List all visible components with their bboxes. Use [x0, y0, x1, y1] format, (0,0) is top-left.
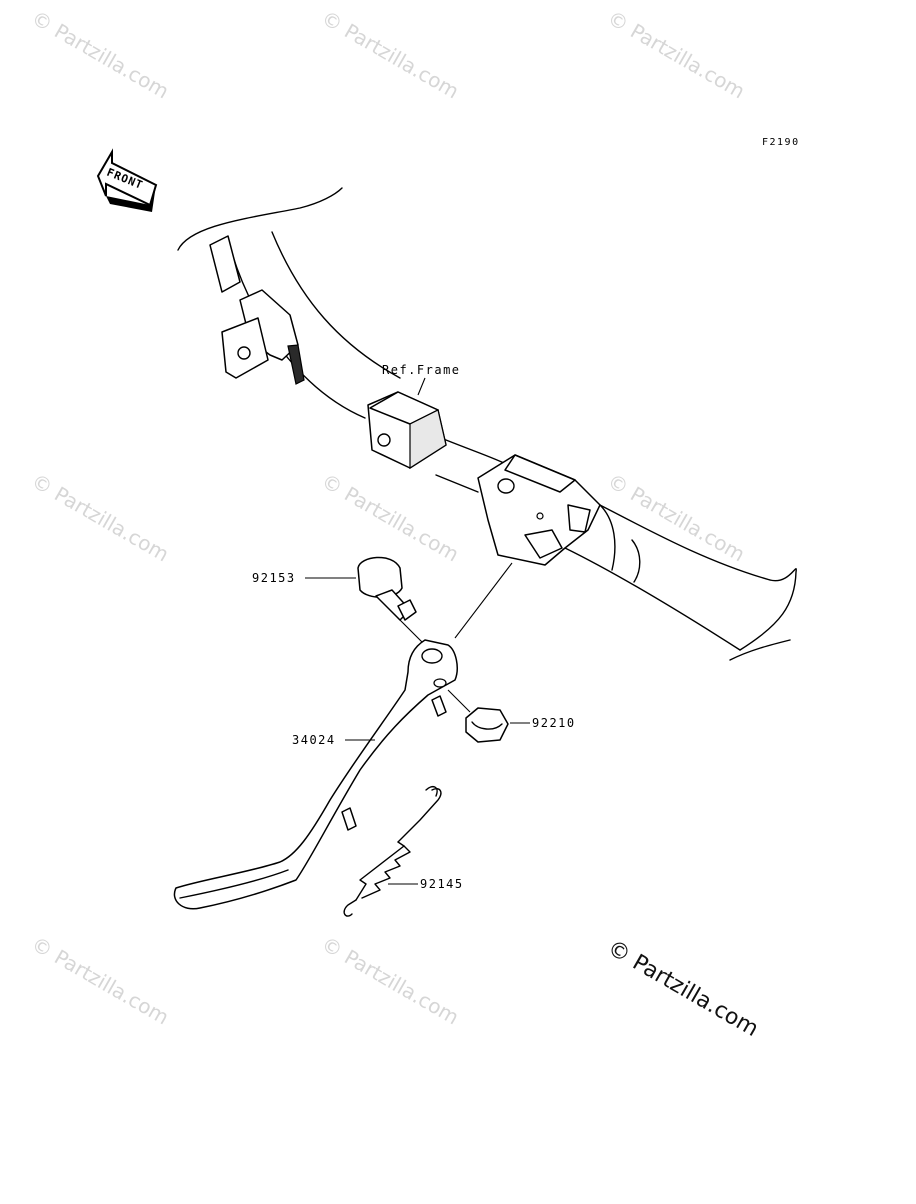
- watermark-text: © Partzilla.com: [318, 932, 464, 1030]
- part-label-34024: 34024: [292, 733, 336, 747]
- watermark-text: © Partzilla.com: [28, 932, 174, 1030]
- front-arrow-icon: FRONT: [96, 148, 158, 212]
- watermark-text: © Partzilla.com: [28, 6, 174, 104]
- frame-outline: [177, 187, 797, 661]
- upper-bracket: [209, 235, 305, 385]
- ref-frame-block: [367, 391, 447, 470]
- ref-frame-label: Ref.Frame: [382, 363, 461, 377]
- spring-92145: [343, 785, 442, 917]
- nut-92210: [447, 689, 509, 743]
- stand-mount-bracket: [477, 454, 601, 566]
- watermark-text: © Partzilla.com: [604, 6, 750, 104]
- watermark-text: © Partzilla.com: [318, 469, 464, 567]
- partzilla-watermark: © Partzilla.com: [603, 936, 763, 1043]
- watermark-text: © Partzilla.com: [28, 469, 174, 567]
- part-label-92153: 92153: [252, 571, 296, 585]
- watermark-text: © Partzilla.com: [318, 6, 464, 104]
- side-stand-34024: [173, 639, 458, 910]
- diagram-code: F2190: [762, 137, 800, 148]
- part-label-92145: 92145: [420, 877, 464, 891]
- bolt-92153: [357, 556, 417, 621]
- part-label-92210: 92210: [532, 716, 576, 730]
